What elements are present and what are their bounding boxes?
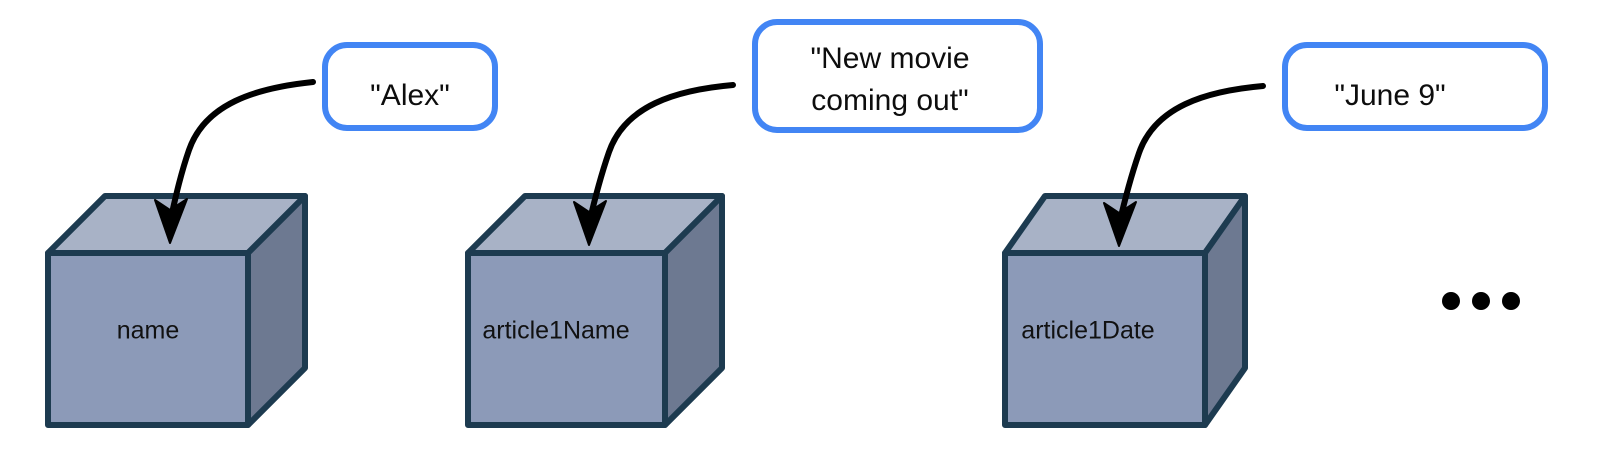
continuation-ellipsis-dot-2 [1502,292,1520,310]
new-movie-callout-box[interactable] [752,19,1043,133]
arrow-alex-to-name [154,79,316,244]
june9-callout[interactable]: "June 9" [1282,42,1548,131]
june9-callout-box[interactable] [1282,42,1548,131]
arrow-alex-to-name-line [167,79,316,225]
new-movie-callout-text: "New movie coming out" [810,42,969,117]
continuation-ellipsis [1442,292,1520,310]
article1date-cube-label: article1Date [1021,317,1154,345]
arrow-june9-to-article1date-head [1103,201,1137,247]
arrow-newmovie-to-article1name-head [573,200,607,246]
name-cube-front-face [45,250,251,428]
article1date-cube[interactable]: article1Date [1002,193,1248,428]
alex-callout[interactable]: "Alex" [322,42,498,131]
continuation-ellipsis-dot-1 [1472,292,1490,310]
alex-callout-box[interactable] [322,42,498,131]
new-movie-callout-line-0: "New movie [810,42,969,75]
arrow-alex-to-name-head [154,198,188,244]
alex-callout-text: "Alex" [370,79,450,112]
arrow-newmovie-to-article1name [573,82,736,246]
article1name-cube-label: article1Name [482,317,629,345]
arrow-june9-to-article1date-line [1116,83,1266,228]
name-cube[interactable]: name [45,193,308,428]
new-movie-callout-line-1: coming out" [811,84,968,117]
june9-callout-text: "June 9" [1334,79,1445,112]
article1date-cube-front-face [1002,250,1208,428]
name-cube-label: name [117,317,180,345]
new-movie-callout[interactable]: "New movie coming out" [752,19,1043,133]
arrow-newmovie-to-article1name-line [586,82,736,227]
article1name-cube-front-face [465,250,668,428]
continuation-ellipsis-dot-0 [1442,292,1460,310]
arrow-june9-to-article1date [1103,83,1266,247]
